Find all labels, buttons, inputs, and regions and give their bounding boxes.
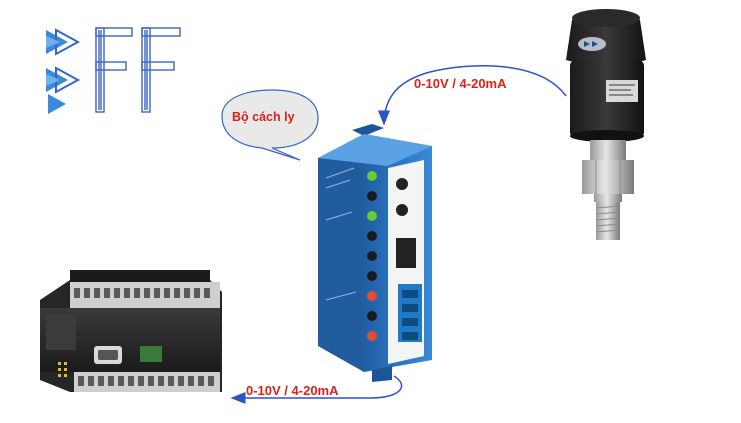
plc-top-terminals: [74, 288, 210, 298]
pressure-transmitter: [566, 9, 646, 240]
company-logo: [46, 27, 181, 114]
plc-bottom-terminals: [78, 376, 214, 386]
isolator-callout-bubble: [221, 89, 319, 161]
signal-arrow-isolator-to-plc: [230, 375, 403, 404]
signal-arrow-sensor-to-isolator: [378, 64, 567, 126]
logo-letter-f1: [95, 27, 133, 113]
logo-triangles-bottom-icon: [46, 66, 81, 114]
logo-letter-f2: [141, 27, 181, 113]
isolator-label: Bộ cách ly: [232, 110, 295, 124]
signal-isolator-module: [318, 124, 432, 382]
sensor-signal-label: 0-10V / 4-20mA: [414, 76, 507, 91]
terminal-screws: [367, 171, 377, 341]
logo-triangles-top-icon: [46, 28, 81, 56]
plc-signal-label: 0-10V / 4-20mA: [246, 383, 339, 398]
plc-controller: [40, 270, 222, 392]
